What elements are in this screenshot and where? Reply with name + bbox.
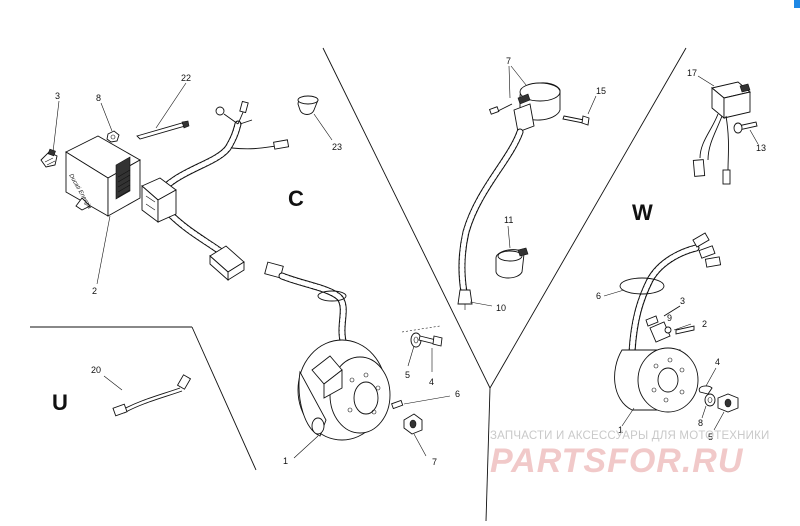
callout-u-20: 20 <box>91 365 101 375</box>
callout-w-4: 4 <box>715 357 720 367</box>
part-6-key-c <box>391 395 451 410</box>
callout-w-8: 8 <box>698 418 703 428</box>
part-3-9-2-screws-w <box>645 305 695 335</box>
callout-w-1: 1 <box>618 425 623 435</box>
watermark-logo: PARTSFOR.RU <box>490 442 744 480</box>
callout-c-22: 22 <box>181 73 191 83</box>
part-15-screw <box>562 95 597 126</box>
part-13-screw-w <box>733 121 759 145</box>
hv-lead <box>458 128 524 296</box>
part-2-cdi-unit: Ducati Energia <box>65 135 141 285</box>
part-8-nut <box>100 102 120 143</box>
callout-w-5: 5 <box>708 432 713 442</box>
part-11-spark-cap <box>495 225 529 279</box>
callout-c-4: 4 <box>429 377 434 387</box>
callout-c-1: 1 <box>283 456 288 466</box>
callout-c-3: 3 <box>55 91 60 101</box>
callout-c-6: 6 <box>455 389 460 399</box>
callout-c-23: 23 <box>332 142 342 152</box>
callout-w-9: 9 <box>667 313 672 323</box>
callout-w-3: 3 <box>680 296 685 306</box>
part-4-8-5-w <box>698 367 739 431</box>
harness-main <box>141 100 290 282</box>
part-17-regulator <box>692 75 751 185</box>
watermark-line-1: ЗАПЧАСТИ И АКСЕССУАРЫ ДЛЯ МОТОТЕХНИКИ <box>490 430 770 442</box>
part-1-stator-w <box>614 321 699 427</box>
harness-stator-c <box>264 261 348 349</box>
section-label-u: U <box>52 390 68 415</box>
callout-mid-7: 7 <box>506 56 511 66</box>
watermark: ЗАПЧАСТИ И АКСЕССУАРЫ ДЛЯ МОТОТЕХНИКИ PA… <box>490 430 770 480</box>
part-1-stator-c <box>293 339 391 459</box>
part-4-bolt-c <box>401 325 443 372</box>
callout-c-5: 5 <box>405 370 410 380</box>
callout-c-7: 7 <box>432 457 437 467</box>
callout-c-2: 2 <box>92 286 97 296</box>
part-23-grommet <box>297 95 333 141</box>
part-7-nut-c <box>403 413 427 457</box>
part-7-ignition-coil <box>488 65 561 133</box>
harness-w <box>603 232 722 356</box>
callout-w-6: 6 <box>596 291 601 301</box>
callout-w-17: 17 <box>687 68 697 78</box>
part-22-cable-tie <box>136 82 190 140</box>
part-3-stud <box>40 100 60 168</box>
part-20-lead <box>103 374 192 417</box>
callout-w-13: 13 <box>756 143 766 153</box>
section-label-c: C <box>288 186 304 211</box>
callout-mid-15: 15 <box>596 86 606 96</box>
section-label-w: W <box>632 200 653 225</box>
callout-labels: C W U 3 8 22 2 23 1 5 4 6 7 7 15 11 10 1… <box>52 56 766 467</box>
part-5-washer-c <box>407 332 422 367</box>
callout-mid-10: 10 <box>496 303 506 313</box>
callout-c-8: 8 <box>96 93 101 103</box>
part-10-plug-cap <box>457 289 493 310</box>
section-dividers <box>30 47 687 522</box>
corner-accent <box>794 0 800 8</box>
callout-w-2: 2 <box>702 319 707 329</box>
callout-mid-11: 11 <box>504 215 513 225</box>
